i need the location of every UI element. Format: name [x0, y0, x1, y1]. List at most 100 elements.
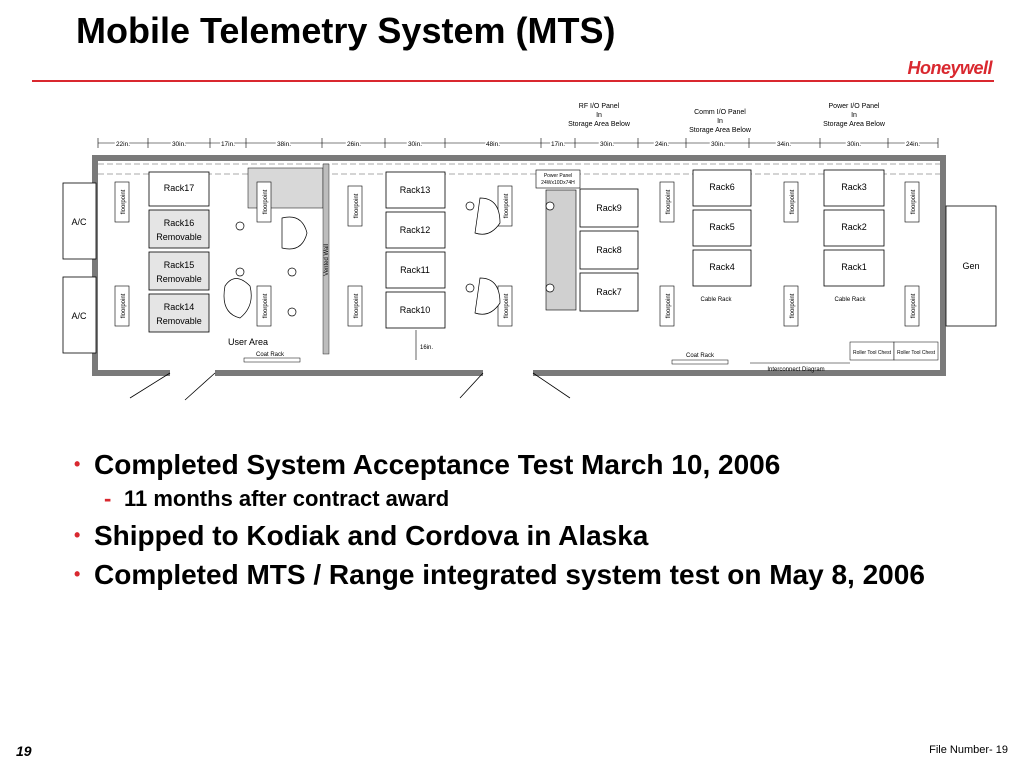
svg-text:Rack5: Rack5 — [709, 222, 735, 232]
svg-text:Rack3: Rack3 — [841, 182, 867, 192]
svg-text:floorpoint: floorpoint — [666, 293, 672, 318]
svg-text:floorpoint: floorpoint — [354, 193, 360, 218]
svg-text:Rack17: Rack17 — [164, 183, 195, 193]
rack-3: Rack3 — [823, 169, 885, 207]
floorpoint-7: floorpoint — [497, 185, 513, 227]
svg-text:Rack1: Rack1 — [841, 262, 867, 272]
svg-text:In: In — [717, 118, 723, 125]
svg-text:22in.: 22in. — [116, 141, 130, 148]
bullet-dot-icon: • — [74, 525, 81, 545]
floorpoint-8: floorpoint — [497, 285, 513, 327]
rack-7: Rack7 — [579, 272, 639, 312]
floorpoint-6: floorpoint — [347, 285, 363, 327]
svg-text:Cable Rack: Cable Rack — [700, 297, 732, 303]
dimension-line: 22in. 30in. 17in. 38in. 26in. 30in. 48in… — [97, 138, 939, 150]
ac-unit-bottom: A/C — [62, 276, 97, 354]
chairs — [223, 197, 555, 319]
bullet-dot-icon: • — [74, 564, 81, 584]
svg-text:Rack4: Rack4 — [709, 262, 735, 272]
vented-wall: Vented Wall — [322, 163, 330, 355]
rack-1: Rack1 — [823, 249, 885, 287]
ac-unit-top: A/C — [62, 182, 97, 260]
cable-rack-left: Cable Rack — [700, 297, 732, 303]
svg-text:Rack2: Rack2 — [841, 222, 867, 232]
floorpoint-12: floorpoint — [783, 285, 799, 327]
svg-text:17in.: 17in. — [551, 141, 565, 148]
floorpoint-10: floorpoint — [659, 285, 675, 327]
svg-text:30in.: 30in. — [408, 141, 422, 148]
svg-text:Coat Rack: Coat Rack — [686, 353, 715, 359]
power-panel-note: Power I/O Panel In Storage Area Below — [823, 103, 886, 128]
svg-text:Comm I/O Panel: Comm I/O Panel — [694, 109, 746, 116]
rack-13: Rack13 — [385, 171, 446, 209]
rack-2: Rack2 — [823, 209, 885, 247]
power-panel: Power Panel 24Wx10Dx74H — [535, 169, 581, 311]
svg-text:floorpoint: floorpoint — [666, 189, 672, 214]
svg-text:Rack9: Rack9 — [596, 203, 622, 213]
svg-text:floorpoint: floorpoint — [911, 189, 917, 214]
bullet-item: •Shipped to Kodiak and Cordova in Alaska — [74, 517, 974, 554]
svg-text:Rack16: Rack16 — [164, 218, 195, 228]
rack-8: Rack8 — [579, 230, 639, 270]
rack-4: Rack4 — [692, 249, 752, 287]
svg-text:Rack10: Rack10 — [400, 305, 431, 315]
svg-text:17in.: 17in. — [221, 141, 235, 148]
slide-title: Mobile Telemetry System (MTS) — [76, 10, 616, 51]
svg-text:A/C: A/C — [71, 311, 87, 321]
svg-text:floorpoint: floorpoint — [121, 189, 127, 214]
floorpoint-3: floorpoint — [256, 181, 272, 223]
floorpoint-13: floorpoint — [904, 181, 920, 223]
floorpoint-9: floorpoint — [659, 181, 675, 223]
title-divider — [32, 80, 994, 82]
svg-text:Storage Area Below: Storage Area Below — [568, 121, 631, 128]
svg-text:Removable: Removable — [156, 316, 202, 326]
interconnect-diagram: Interconnect Diagram — [750, 362, 850, 373]
floorpoint-1: floorpoint — [114, 181, 130, 223]
floorpoint-11: floorpoint — [783, 181, 799, 223]
svg-text:In: In — [596, 112, 602, 119]
svg-text:Rack13: Rack13 — [400, 185, 431, 195]
svg-text:Power Panel: Power Panel — [544, 173, 572, 179]
svg-text:24in.: 24in. — [906, 141, 920, 148]
bullet-dot-icon: • — [74, 454, 81, 474]
cable-rack-right: Cable Rack — [834, 297, 866, 303]
rack-6: Rack6 — [692, 169, 752, 207]
coat-rack-right: Coat Rack — [671, 353, 729, 365]
svg-text:Cable Rack: Cable Rack — [834, 297, 866, 303]
svg-text:48in.: 48in. — [486, 141, 500, 148]
svg-text:24Wx10Dx74H: 24Wx10Dx74H — [541, 180, 575, 186]
file-number: File Number- 19 — [929, 744, 1008, 756]
svg-text:Gen: Gen — [962, 261, 979, 271]
svg-text:Storage Area Below: Storage Area Below — [689, 127, 752, 134]
svg-text:Rack15: Rack15 — [164, 260, 195, 270]
svg-text:floorpoint: floorpoint — [263, 189, 269, 214]
floorpoint-4: floorpoint — [256, 285, 272, 327]
svg-text:Coat Rack: Coat Rack — [256, 352, 285, 358]
comm-panel-note: Comm I/O Panel In Storage Area Below — [689, 109, 752, 134]
roller-tool-chests: Roller Tool Chest Roller Tool Chest — [849, 341, 939, 361]
rack-10: Rack10 — [385, 291, 446, 329]
rack-5: Rack5 — [692, 209, 752, 247]
svg-text:floorpoint: floorpoint — [911, 293, 917, 318]
bullet-list: •Completed System Acceptance Test March … — [74, 446, 974, 595]
bullet-item: •Completed MTS / Range integrated system… — [74, 556, 974, 593]
rf-panel-note: RF I/O Panel In Storage Area Below — [568, 103, 631, 128]
trailer-outline — [92, 155, 946, 401]
floorpoint-14: floorpoint — [904, 285, 920, 327]
svg-text:A/C: A/C — [71, 217, 87, 227]
svg-text:Storage Area Below: Storage Area Below — [823, 121, 886, 128]
svg-text:30in.: 30in. — [711, 141, 725, 148]
svg-text:floorpoint: floorpoint — [504, 293, 510, 318]
svg-text:24in.: 24in. — [655, 141, 669, 148]
svg-text:Interconnect Diagram: Interconnect Diagram — [767, 367, 824, 373]
svg-text:16in.: 16in. — [420, 345, 433, 351]
rack-12: Rack12 — [385, 211, 446, 249]
floorpoint-5: floorpoint — [347, 185, 363, 227]
bullet-item: •Completed System Acceptance Test March … — [74, 446, 974, 483]
svg-text:Rack14: Rack14 — [164, 302, 195, 312]
svg-text:floorpoint: floorpoint — [504, 193, 510, 218]
svg-text:floorpoint: floorpoint — [121, 293, 127, 318]
